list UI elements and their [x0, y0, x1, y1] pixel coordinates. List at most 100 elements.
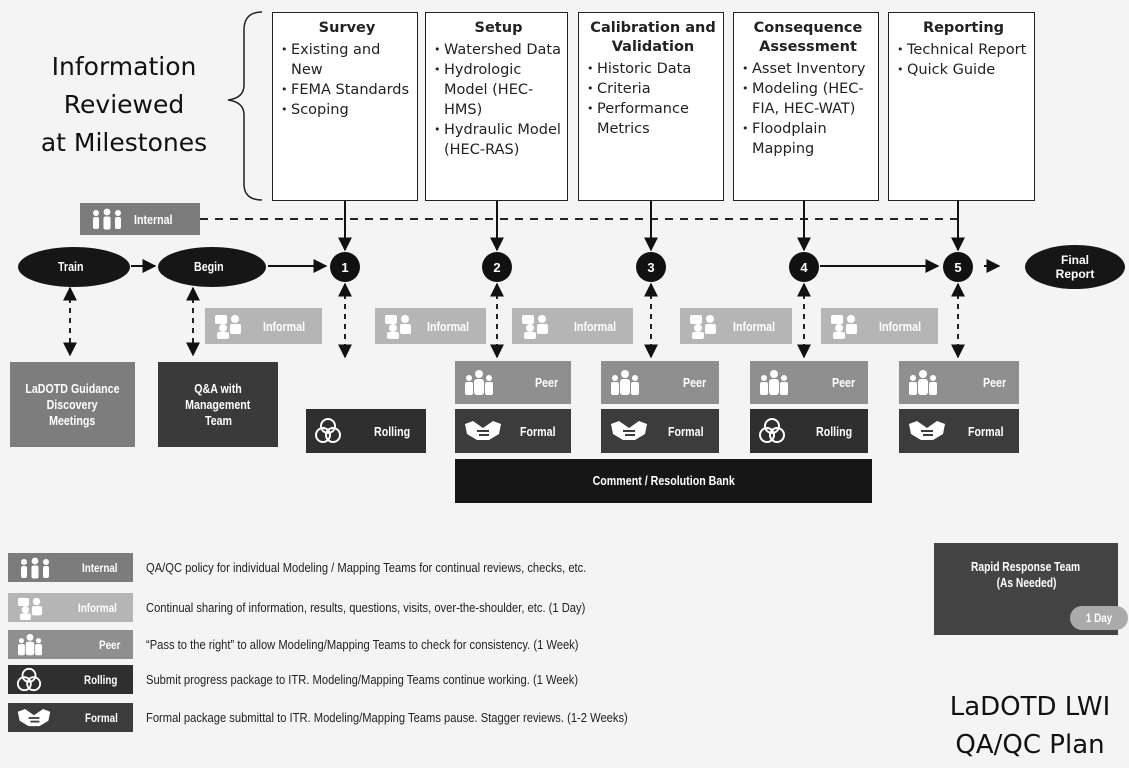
rolling-review-box: Rolling: [750, 409, 868, 453]
informal-people-icon: [16, 596, 44, 620]
informal-people-icon: [829, 313, 859, 339]
rolling-label: Rolling: [373, 423, 411, 439]
plan-title: LaDOTD LWI QA/QC Plan: [935, 688, 1125, 764]
formal-review-box: Formal: [899, 409, 1019, 453]
formal-review-box: Formal: [455, 409, 571, 453]
informal-people-icon: [520, 313, 550, 339]
milestone-step-4: 4: [789, 252, 819, 282]
milestone-title: Consequence: [753, 20, 863, 36]
formal-label: Formal: [519, 423, 556, 439]
informal-review-box: Informal: [375, 308, 486, 344]
heading-line-1: Information: [51, 52, 197, 81]
handshake-icon: [907, 418, 947, 444]
begin-node: Begin: [158, 247, 266, 287]
legend-formal-swatch: Formal: [8, 703, 133, 732]
milestone-item: Quick Guide: [897, 60, 1030, 80]
milestone-title-line-2: Assessment: [759, 39, 857, 55]
milestone-item: Historic Data: [587, 59, 719, 79]
informal-people-icon: [688, 313, 718, 339]
legend-formal-desc: Formal package submittal to ITR. Modelin…: [146, 710, 628, 725]
milestone-title-line-2: Validation: [611, 39, 695, 55]
milestone-item: Existing and New: [281, 40, 413, 80]
informal-review-box: Informal: [680, 308, 792, 344]
rolling-circles-icon: [16, 667, 42, 693]
peer-people-icon: [463, 369, 495, 397]
rolling-review-box: Rolling: [306, 409, 426, 453]
diagram-heading: Information Reviewed at Milestones: [24, 48, 224, 162]
milestone-box-calibration: Calibration and Validation Historic Data…: [578, 12, 724, 201]
legend-internal-desc: QA/QC policy for individual Modeling / M…: [146, 560, 587, 575]
milestone-box-survey: Survey Existing and New FEMA Standards S…: [272, 12, 418, 201]
plan-title-line-2: QA/QC Plan: [955, 730, 1105, 760]
legend-informal-desc: Continual sharing of information, result…: [146, 600, 586, 615]
milestone-item: Asset Inventory: [742, 59, 874, 79]
legend-rolling-desc: Submit progress package to ITR. Modeling…: [146, 672, 579, 687]
informal-people-icon: [383, 313, 413, 339]
milestone-box-setup: Setup Watershed Data Hydrologic Model (H…: [425, 12, 568, 201]
final-report-node: Final Report: [1025, 245, 1125, 289]
peer-people-icon: [609, 369, 641, 397]
rolling-label: Rolling: [815, 423, 853, 439]
formal-label: Formal: [967, 423, 1004, 439]
milestone-title: Reporting: [922, 20, 1005, 36]
peer-label: Peer: [831, 375, 855, 390]
legend-internal-swatch: Internal: [8, 553, 133, 582]
informal-label: Informal: [878, 318, 921, 334]
legend-rolling-swatch: Rolling: [8, 665, 133, 694]
qa-management-box: Q&A with Management Team: [158, 362, 278, 447]
milestone-title: Survey: [318, 20, 376, 36]
milestone-item: Modeling (HEC-FIA, HEC-WAT): [742, 79, 874, 119]
peer-people-icon: [907, 369, 939, 397]
milestone-item: Hydrologic Model (HEC-HMS): [434, 60, 563, 120]
informal-people-icon: [213, 313, 243, 339]
rolling-circles-icon: [314, 417, 342, 445]
milestone-box-consequence: Consequence Assessment Asset Inventory M…: [733, 12, 879, 201]
milestone-box-reporting: Reporting Technical Report Quick Guide: [888, 12, 1035, 201]
rapid-response-badge: 1 Day: [1070, 606, 1128, 630]
heading-line-2: Reviewed: [63, 90, 185, 119]
milestone-item: Scoping: [281, 100, 413, 120]
informal-review-box: Informal: [512, 308, 633, 344]
peer-review-box: Peer: [455, 361, 571, 404]
rolling-circles-icon: [758, 417, 786, 445]
milestone-step-5: 5: [943, 252, 973, 282]
peer-label: Peer: [982, 375, 1006, 390]
guidance-discovery-box: LaDOTD Guidance Discovery Meetings: [10, 362, 135, 447]
peer-review-box: Peer: [750, 361, 868, 404]
internal-label: Internal: [134, 211, 173, 227]
legend-peer-desc: “Pass to the right” to allow Modeling/Ma…: [146, 637, 579, 652]
milestone-item: FEMA Standards: [281, 80, 413, 100]
legend-informal-swatch: Informal: [8, 593, 133, 622]
people-icon: [16, 557, 54, 579]
formal-review-box: Formal: [601, 409, 719, 453]
peer-people-icon: [16, 633, 44, 657]
handshake-icon: [463, 418, 503, 444]
milestone-item: Floodplain Mapping: [742, 119, 874, 159]
handshake-icon: [609, 418, 649, 444]
people-icon: [88, 208, 126, 230]
comment-resolution-bank: Comment / Resolution Bank: [455, 459, 872, 503]
handshake-icon: [16, 706, 52, 730]
informal-review-box: Informal: [821, 308, 938, 344]
peer-label: Peer: [534, 375, 558, 390]
informal-label: Informal: [732, 318, 775, 334]
milestone-item: Technical Report: [897, 40, 1030, 60]
plan-title-line-1: LaDOTD LWI: [949, 692, 1111, 722]
brace: [227, 11, 263, 201]
formal-label: Formal: [667, 423, 704, 439]
informal-label: Informal: [573, 318, 616, 334]
legend-peer-swatch: Peer: [8, 630, 133, 659]
milestone-item: Criteria: [587, 79, 719, 99]
internal-review-box: Internal: [80, 203, 200, 235]
informal-label: Informal: [426, 318, 469, 334]
train-node: Train: [18, 247, 130, 287]
milestone-item: Performance Metrics: [587, 99, 719, 139]
peer-label: Peer: [682, 375, 706, 390]
peer-review-box: Peer: [899, 361, 1019, 404]
milestone-step-2: 2: [482, 252, 512, 282]
informal-label: Informal: [262, 318, 305, 334]
peer-people-icon: [758, 369, 790, 397]
milestone-title: Calibration and: [590, 20, 716, 36]
milestone-title: Setup: [474, 20, 523, 36]
